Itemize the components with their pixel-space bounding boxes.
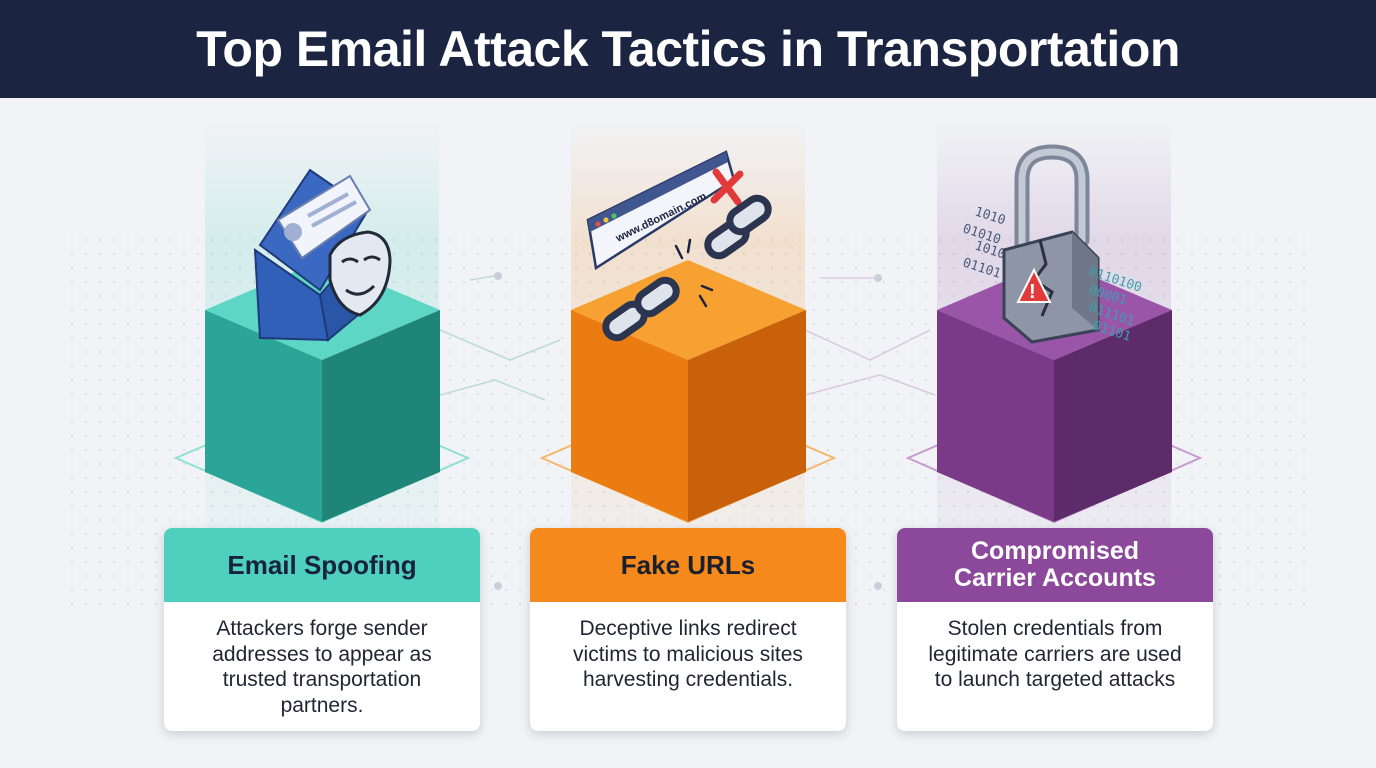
browser-window-icon: www.d8omain.com <box>586 150 736 271</box>
red-x-icon <box>710 168 744 206</box>
page-title: Top Email Attack Tactics in Transportati… <box>196 21 1180 77</box>
fake-urls-illustration: www.d8omain.com <box>571 150 806 522</box>
binary-left: 1010 01010 1010 01101 <box>961 205 1007 282</box>
envelope-mask-icon <box>253 168 392 342</box>
card-description: Attackers forge sender addresses to appe… <box>212 617 432 717</box>
compromised-accounts-illustration: 1010 01010 1010 01101 ! 0110100 00001 01… <box>937 144 1172 522</box>
svg-text:!: ! <box>1029 281 1036 303</box>
email-spoofing-illustration <box>205 168 440 522</box>
card-email-spoofing: Email Spoofing Attackers forge sender ad… <box>164 528 480 731</box>
header-banner: Top Email Attack Tactics in Transportati… <box>0 0 1376 98</box>
card-compromised-carrier-accounts: Compromised Carrier Accounts Stolen cred… <box>897 528 1213 731</box>
card-title: Email Spoofing <box>164 528 480 602</box>
card-fake-urls: Fake URLs Deceptive links redirect victi… <box>530 528 846 731</box>
card-title: Compromised Carrier Accounts <box>897 528 1213 602</box>
broken-padlock-icon: ! <box>1002 144 1100 344</box>
card-title: Fake URLs <box>530 528 846 602</box>
card-description: Stolen credentials from legitimate carri… <box>928 617 1182 691</box>
broken-link-icon <box>602 194 772 342</box>
card-description: Deceptive links redirect victims to mali… <box>573 617 803 691</box>
